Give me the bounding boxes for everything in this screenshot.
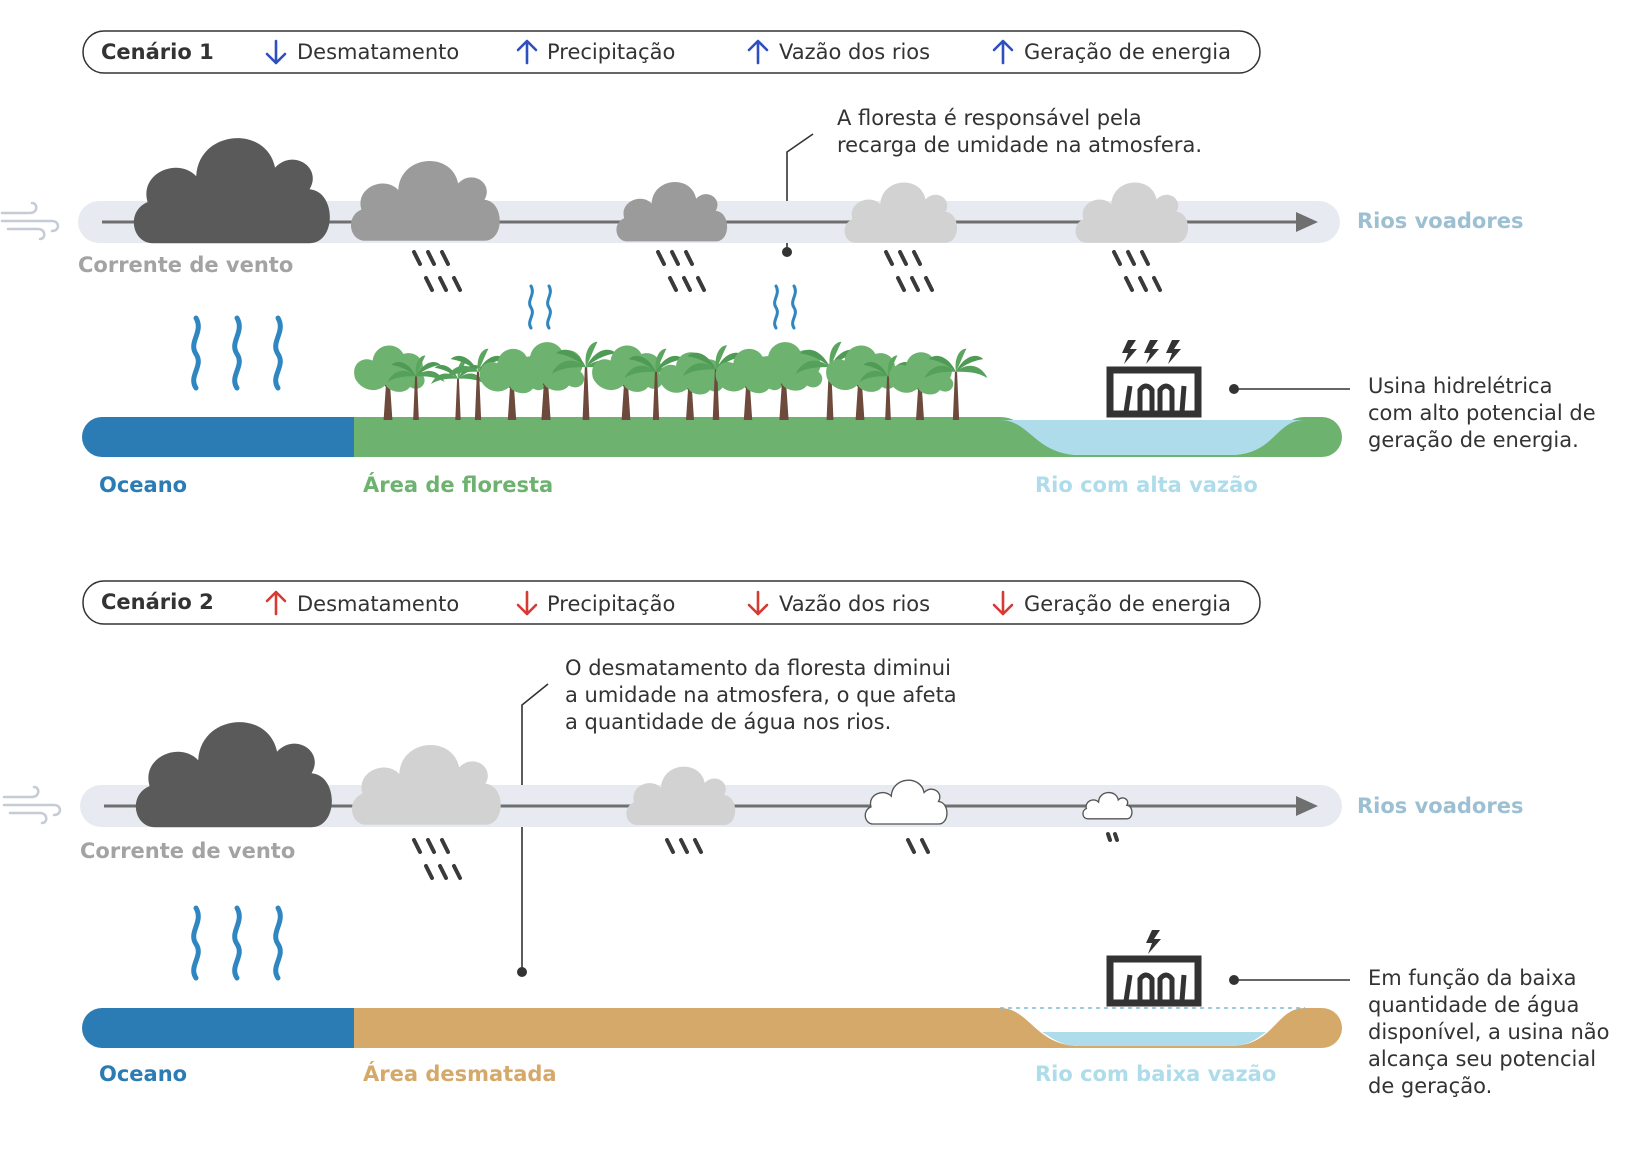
deforest-callout-line: O desmatamento da floresta diminui (565, 656, 951, 680)
forest-callout-line: A floresta é responsável pela (837, 106, 1142, 130)
deforested-label: Área desmatada (363, 1061, 557, 1086)
plant-callout-line: disponível, a usina não (1368, 1020, 1609, 1044)
cloud-icon (616, 182, 728, 242)
scenario-1-legend: Cenário 1 Desmatamento Precipitação Vazã… (82, 30, 1261, 74)
wind-icon (0, 201, 60, 241)
legend-arrow-icon (265, 39, 287, 65)
scenario-2-title: Cenário 2 (101, 590, 214, 614)
rain-icon (412, 832, 1119, 880)
svg-text:Usina hidrelétrica com: Usina hidrelétrica com alto potencial de… (1368, 374, 1602, 452)
forest-callout-line: recarga de umidade na atmosfera. (837, 133, 1202, 157)
legend-label-geracao: Geração de energia (1024, 592, 1231, 616)
svg-text:Em função da baixa qua: Em função da baixa quantidade de água di… (1368, 966, 1616, 1098)
evaporation-icon (194, 908, 281, 978)
ocean-label: Oceano (99, 1062, 187, 1086)
rain-icon (412, 250, 1162, 292)
wind-icon (2, 785, 62, 825)
forest-trees (354, 341, 988, 420)
cloud-icon (844, 182, 958, 243)
ground-strip (82, 417, 1342, 457)
plant-callout-line: alcança seu potencial (1368, 1047, 1596, 1071)
cloud-icon (1075, 182, 1189, 243)
legend-arrow-icon (992, 590, 1014, 616)
legend-arrow-icon (516, 39, 538, 65)
plant-callout-line: Usina hidrelétrica (1368, 374, 1552, 398)
legend-label-vazao: Vazão dos rios (779, 40, 930, 64)
legend-label-desmatamento: Desmatamento (297, 592, 459, 616)
legend-label-vazao: Vazão dos rios (779, 592, 930, 616)
legend-label-precipitacao: Precipitação (547, 592, 675, 616)
rios-voadores-label: Rios voadores (1357, 794, 1523, 818)
legend-arrow-icon (516, 590, 538, 616)
legend-arrow-icon (265, 590, 287, 616)
ocean-label: Oceano (99, 473, 187, 497)
forest-label: Área de floresta (363, 472, 553, 497)
wind-label: Corrente de vento (78, 253, 293, 277)
scenario-2: Cenário 2 Desmatamento Precipitação Vazã… (2, 580, 1616, 1098)
river-label: Rio com baixa vazão (1035, 1062, 1276, 1086)
plant-callout-line: com alto potencial de (1368, 401, 1596, 425)
rios-voadores-label: Rios voadores (1357, 209, 1523, 233)
deforest-callout-line: a umidade na atmosfera, o que afeta (565, 683, 957, 707)
cloud-icon (350, 161, 500, 241)
legend-arrow-icon (992, 39, 1014, 65)
plant-callout-line: quantidade de água (1368, 993, 1579, 1017)
cloud-icon (135, 722, 332, 828)
legend-label-precipitacao: Precipitação (547, 40, 675, 64)
scenario-1-title: Cenário 1 (101, 40, 214, 64)
ground-strip (82, 1007, 1342, 1048)
deforest-callout: O desmatamento da floresta diminui a umi… (517, 656, 963, 977)
legend-label-geracao: Geração de energia (1024, 40, 1231, 64)
cloud-icon (351, 745, 501, 825)
hydro-plant-icon (1110, 930, 1198, 1003)
cloud-icon (626, 766, 736, 825)
plant-callout-line: de geração. (1368, 1074, 1492, 1098)
scenario-1: Cenário 1 Desmatamento Precipitação Vazã… (0, 30, 1602, 497)
hydro-plant-icon (1110, 340, 1198, 414)
svg-text:A floresta é responsável pela: A floresta é responsável pela recarga de… (837, 106, 1202, 157)
plant-callout-line: geração de energia. (1368, 428, 1579, 452)
scenario-2-legend: Cenário 2 Desmatamento Precipitação Vazã… (82, 580, 1261, 625)
wind-label: Corrente de vento (80, 839, 295, 863)
river-label: Rio com alta vazão (1035, 473, 1258, 497)
legend-arrow-icon (747, 590, 769, 616)
plant-callout: Em função da baixa quantidade de água di… (1229, 966, 1616, 1098)
plant-callout-line: Em função da baixa (1368, 966, 1577, 990)
plant-callout: Usina hidrelétrica com alto potencial de… (1229, 374, 1602, 452)
svg-text:O desmatamento da floresta dim: O desmatamento da floresta diminui a umi… (565, 656, 963, 734)
legend-label-desmatamento: Desmatamento (297, 40, 459, 64)
deforest-callout-line: a quantidade de água nos rios. (565, 710, 891, 734)
legend-arrow-icon (747, 39, 769, 65)
cloud-icon (133, 138, 330, 244)
